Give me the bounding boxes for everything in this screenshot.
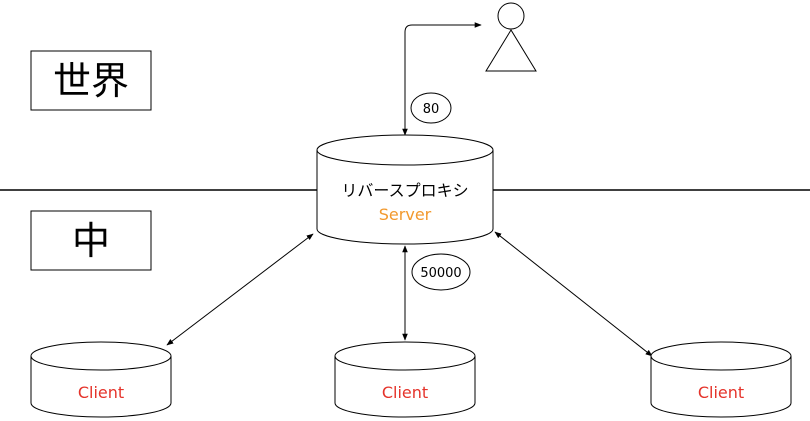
server-node: リバースプロキシ Server: [316, 134, 494, 245]
server-title: リバースプロキシ: [341, 181, 468, 200]
outside-zone-label: 世界: [53, 59, 129, 103]
client-label: Client: [698, 383, 744, 402]
client-node-right: Client: [650, 341, 792, 418]
inside-zone-box: 中: [30, 210, 152, 271]
server-role: Server: [379, 205, 432, 224]
client-node-left: Client: [30, 341, 172, 418]
inside-zone-label: 中: [72, 219, 110, 263]
connector-server-client-right: [494, 231, 653, 357]
port-external-text: 80: [423, 102, 440, 117]
port-label-internal: 50000: [411, 253, 471, 291]
port-internal-text: 50000: [420, 266, 461, 281]
port-label-external: 80: [410, 92, 452, 124]
connector-server-user: [402, 22, 482, 136]
client-label: Client: [78, 383, 124, 402]
outside-zone-box: 世界: [30, 50, 152, 111]
user-actor-icon: [485, 2, 537, 72]
client-node-center: Client: [334, 341, 476, 418]
client-label: Client: [382, 383, 428, 402]
connector-server-client-left: [166, 233, 314, 346]
